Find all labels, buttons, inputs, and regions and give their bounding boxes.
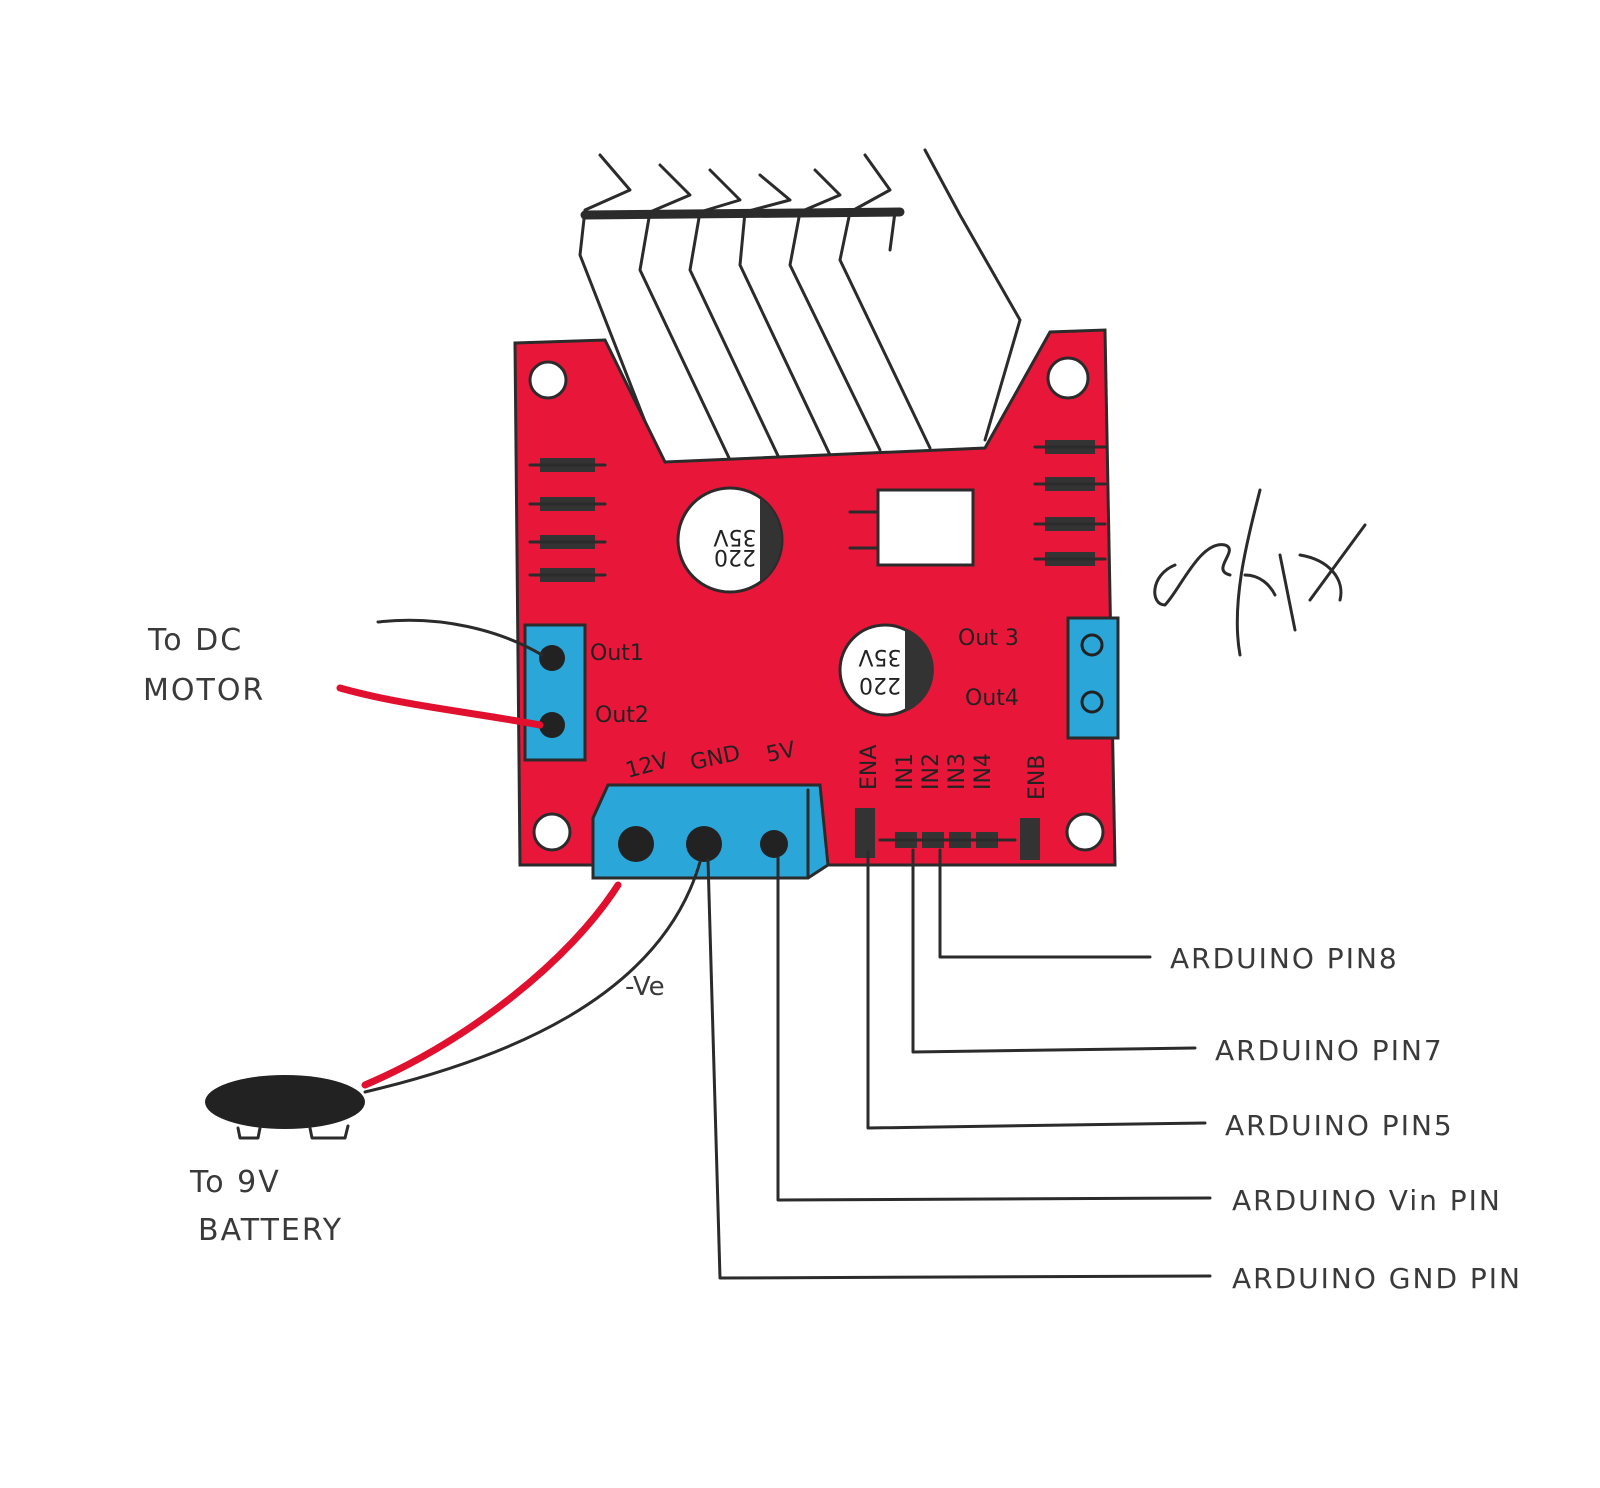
cap2-value-label: 220 (859, 672, 901, 697)
arduino-pin8-label: ARDUINO PIN8 (1170, 942, 1399, 975)
battery-clip (205, 1075, 365, 1140)
out2-label: Out2 (595, 703, 649, 728)
dc-motor-label-line2: MOTOR (143, 673, 265, 708)
capacitor-2: 35V 220 (838, 623, 934, 717)
heat-sink (578, 148, 1022, 462)
motor-terminal-left (523, 623, 587, 762)
in4-label: IN4 (971, 753, 996, 790)
out1-label: Out1 (590, 641, 644, 666)
ena-label: ENA (857, 745, 882, 790)
arduino-pin7-label: ARDUINO PIN7 (1215, 1034, 1444, 1067)
board-labels: Out1 Out2 Out 3 Out4 12V GND 5V ENA IN1 … (590, 626, 1050, 800)
battery-label-line2: BATTERY (198, 1213, 343, 1248)
negative-label: -Ve (625, 972, 665, 1002)
smd-resistors-left (528, 458, 607, 582)
mount-hole-top-left (528, 360, 568, 400)
arduino-pin5-label: ARDUINO PIN5 (1225, 1109, 1454, 1142)
in1-label: IN1 (893, 753, 918, 790)
motor-terminal-right (1066, 616, 1120, 740)
battery-label-line1: To 9V (189, 1165, 281, 1200)
mount-hole-bottom-left (532, 812, 572, 852)
mount-hole-top-right (1046, 356, 1090, 400)
out4-label: Out4 (965, 686, 1019, 711)
power-terminal-block (591, 783, 830, 880)
enb-label: ENB (1025, 755, 1050, 800)
control-header (855, 808, 1040, 860)
dc-motor-label-line1: To DC (147, 623, 243, 658)
out3-label: Out 3 (958, 626, 1019, 651)
cap2-rating-label: 35V (858, 644, 901, 669)
motor-wire-black (376, 618, 544, 657)
arduino-wires (706, 848, 1212, 1280)
in3-label: IN3 (945, 753, 970, 790)
in2-label: IN2 (919, 753, 944, 790)
capacitor-1: 35V 220 (676, 486, 784, 594)
motor-wire-red (336, 684, 544, 729)
smd-resistors-right (1033, 440, 1107, 566)
signature-mark (1153, 488, 1367, 657)
voltage-regulator (848, 488, 975, 567)
mount-hole-bottom-right (1065, 812, 1105, 852)
arduino-vin-label: ARDUINO Vin PIN (1232, 1184, 1502, 1217)
cap1-rating-label: 35V (713, 524, 756, 549)
battery-wire-black (363, 860, 702, 1094)
5v-label: 5V (764, 737, 798, 767)
arduino-gnd-label: ARDUINO GND PIN (1232, 1262, 1522, 1295)
battery-wire-red (361, 881, 622, 1089)
cap1-value-label: 220 (714, 544, 756, 569)
